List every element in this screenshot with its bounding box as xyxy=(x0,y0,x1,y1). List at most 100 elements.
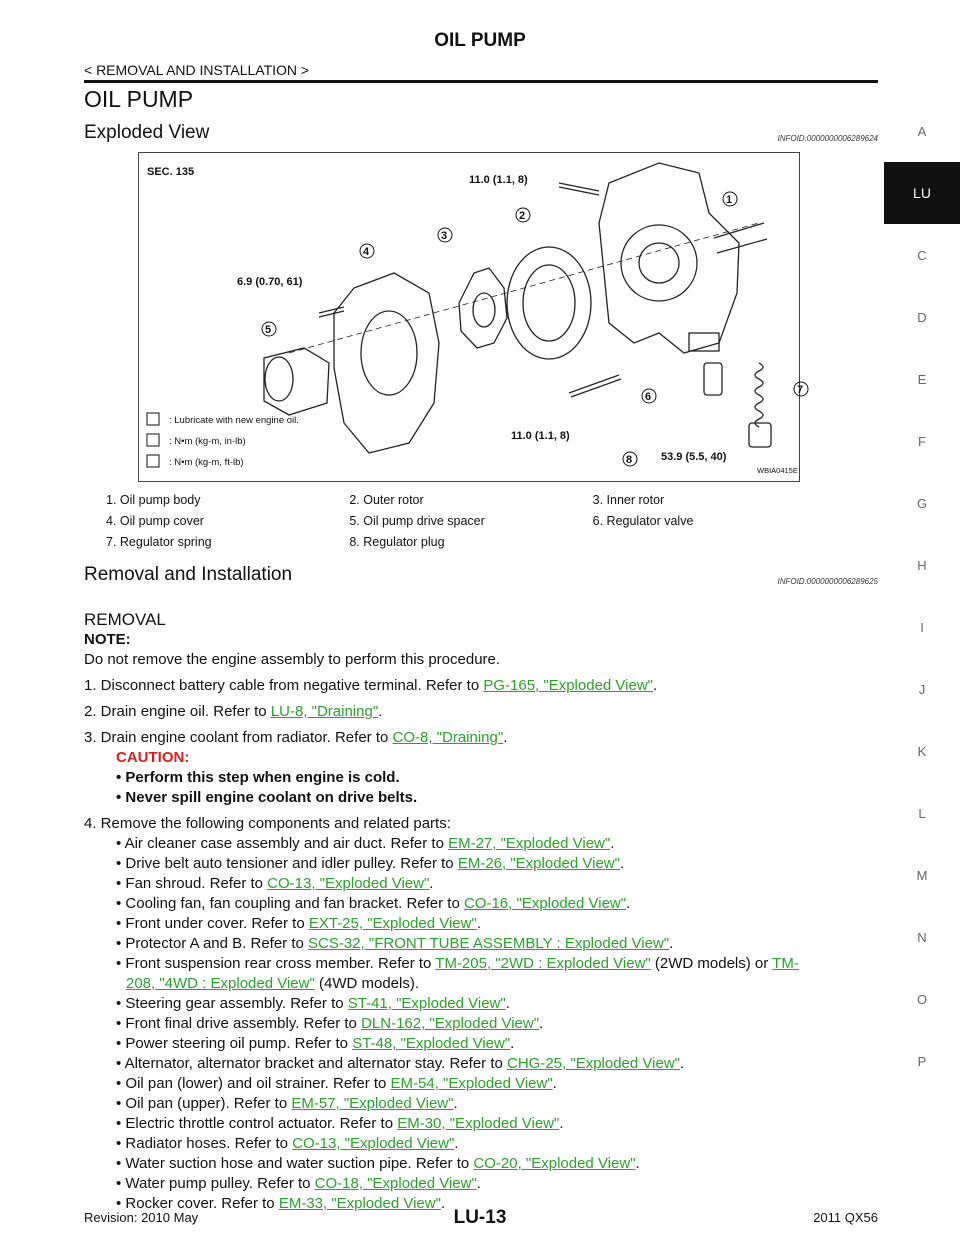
link-co13[interactable]: CO-13, "Exploded View" xyxy=(267,875,430,892)
item-tail: . xyxy=(669,935,674,952)
step-1: 1. Disconnect battery cable from negativ… xyxy=(84,677,658,694)
list-item: • Air cleaner case assembly and air duct… xyxy=(116,834,874,854)
link-lu8[interactable]: LU-8, "Draining" xyxy=(270,703,379,720)
part-item: 2. Outer rotor xyxy=(349,493,424,507)
list-item: • Oil pan (lower) and oil strainer. Refe… xyxy=(116,1074,874,1094)
link-em27[interactable]: EM-27, "Exploded View" xyxy=(448,835,611,852)
torque-left: 6.9 (0.70, 61) xyxy=(237,276,303,288)
item-tail: . xyxy=(679,1055,685,1072)
step-4: 4. Remove the following components and r… xyxy=(84,815,451,832)
step-3: 3. Drain engine coolant from radiator. R… xyxy=(84,729,508,746)
tab-i[interactable]: I xyxy=(920,619,924,635)
tab-p[interactable]: P xyxy=(917,1053,927,1069)
list-item: • Rocker cover. Refer to EM-33, "Explode… xyxy=(116,1194,874,1214)
list-item: • Electric throttle control actuator. Re… xyxy=(116,1114,874,1134)
section-title: OIL PUMP xyxy=(84,86,194,112)
tab-o[interactable]: O xyxy=(916,991,928,1007)
item-tail: . xyxy=(626,895,631,912)
tab-k[interactable]: K xyxy=(917,743,927,759)
link-co18[interactable]: CO-18, "Exploded View" xyxy=(314,1175,477,1192)
item-tail: (4WD models). xyxy=(314,975,419,992)
item-text: • Power steering oil pump. Refer to xyxy=(116,1035,353,1052)
part-item: 3. Inner rotor xyxy=(592,493,665,507)
tab-g[interactable]: G xyxy=(916,495,928,511)
callout-8: 8 xyxy=(626,454,632,466)
torque-plug: 53.9 (5.5, 40) xyxy=(661,451,727,463)
link-em33[interactable]: EM-33, "Exploded View" xyxy=(278,1195,441,1212)
legend-inlb: : N•m (kg-m, in-lb) xyxy=(169,436,246,447)
callout-6: 6 xyxy=(645,391,651,403)
part-item: 4. Oil pump cover xyxy=(106,514,204,528)
exploded-view-figure: SEC. 135 11.0 (1.1, 8) 6.9 (0.70, 61) 11… xyxy=(138,152,809,482)
link-tm205[interactable]: TM-205, "2WD : Exploded View" xyxy=(435,955,651,972)
list-item: • Radiator hoses. Refer to CO-13, "Explo… xyxy=(116,1134,874,1154)
tab-d[interactable]: D xyxy=(917,309,927,325)
footer-page-number: LU-13 xyxy=(453,1207,507,1228)
tab-j[interactable]: J xyxy=(918,681,926,697)
caution-text-1: Perform this step when engine is cold. xyxy=(125,769,400,786)
item-text: • Steering gear assembly. Refer to xyxy=(116,995,348,1012)
caution-label: CAUTION: xyxy=(116,749,190,766)
link-st48[interactable]: ST-48, "Exploded View" xyxy=(352,1035,511,1052)
note-text: Do not remove the engine assembly to per… xyxy=(84,651,501,668)
item-tail: . xyxy=(539,1015,544,1032)
item-text: • Oil pan (lower) and oil strainer. Refe… xyxy=(116,1075,391,1092)
link-co13b[interactable]: CO-13, "Exploded View" xyxy=(292,1135,455,1152)
item-tail: . xyxy=(453,1095,458,1112)
item-text: • Drive belt auto tensioner and idler pu… xyxy=(116,855,458,872)
removal-body: NOTE: Do not remove the engine assembly … xyxy=(84,630,874,1214)
tab-lu[interactable]: LU xyxy=(884,162,960,224)
item-tail: . xyxy=(559,1115,564,1132)
link-dln162[interactable]: DLN-162, "Exploded View" xyxy=(361,1015,540,1032)
link-em26[interactable]: EM-26, "Exploded View" xyxy=(457,855,620,872)
link-st41[interactable]: ST-41, "Exploded View" xyxy=(347,995,506,1012)
item-tail: . xyxy=(429,875,434,892)
link-tm208-cont[interactable]: 208, "4WD : Exploded View" xyxy=(126,975,315,992)
tab-m[interactable]: M xyxy=(916,867,928,883)
link-co20[interactable]: CO-20, "Exploded View" xyxy=(473,1155,636,1172)
tab-c[interactable]: C xyxy=(917,247,927,263)
item-text: • Radiator hoses. Refer to xyxy=(116,1135,293,1152)
item-tail: . xyxy=(476,1175,481,1192)
exploded-info-id: INFOID:0000000006289624 xyxy=(777,134,878,143)
link-tm208[interactable]: TM- xyxy=(772,955,799,972)
footer-model: 2011 QX56 xyxy=(813,1210,878,1225)
item-text: • Water suction hose and water suction p… xyxy=(116,1155,474,1172)
component-list: • Air cleaner case assembly and air duct… xyxy=(84,834,874,1214)
link-ext25[interactable]: EXT-25, "Exploded View" xyxy=(308,915,477,932)
footer-revision: Revision: 2010 May xyxy=(84,1210,199,1225)
item-tail: (2WD models) or xyxy=(650,955,773,972)
tab-a[interactable]: A xyxy=(917,123,927,139)
part-item xyxy=(593,535,836,556)
link-em57[interactable]: EM-57, "Exploded View" xyxy=(291,1095,454,1112)
item-text: • Rocker cover. Refer to xyxy=(116,1195,279,1212)
callout-4: 4 xyxy=(363,246,370,258)
list-item: • Front suspension rear cross member. Re… xyxy=(116,954,874,974)
link-scs32[interactable]: SCS-32, "FRONT TUBE ASSEMBLY : Exploded … xyxy=(308,935,670,952)
tab-e[interactable]: E xyxy=(917,371,927,387)
link-chg25[interactable]: CHG-25, "Exploded View" xyxy=(507,1055,680,1072)
link-pg165[interactable]: PG-165, "Exploded View" xyxy=(483,677,653,694)
part-item: 5. Oil pump drive spacer xyxy=(349,514,485,528)
part-item: 7. Regulator spring xyxy=(106,535,212,549)
step-2: 2. Drain engine oil. Refer to LU-8, "Dra… xyxy=(84,703,383,720)
figure-code: WBIA0415E xyxy=(757,466,798,475)
callout-1: 1 xyxy=(726,194,732,206)
item-text: • Cooling fan, fan coupling and fan brac… xyxy=(116,895,464,912)
tab-l[interactable]: L xyxy=(918,805,926,821)
tab-h[interactable]: H xyxy=(917,557,927,573)
link-em30[interactable]: EM-30, "Exploded View" xyxy=(397,1115,560,1132)
item-text: • Oil pan (upper). Refer to xyxy=(116,1095,292,1112)
parts-list: 1. Oil pump body 2. Outer rotor 3. Inner… xyxy=(106,493,836,556)
link-co16[interactable]: CO-16, "Exploded View" xyxy=(463,895,627,912)
callout-7: 7 xyxy=(797,384,803,396)
link-em54[interactable]: EM-54, "Exploded View" xyxy=(390,1075,553,1092)
tab-f[interactable]: F xyxy=(918,433,926,449)
item-tail: . xyxy=(440,1195,446,1212)
parts-row: 1. Oil pump body 2. Outer rotor 3. Inner… xyxy=(106,493,836,514)
link-co8[interactable]: CO-8, "Draining" xyxy=(392,729,504,746)
legend-lube: : Lubricate with new engine oil. xyxy=(169,415,299,426)
part-item: 8. Regulator plug xyxy=(349,535,445,549)
tab-n[interactable]: N xyxy=(917,929,927,945)
list-item: • Fan shroud. Refer to CO-13, "Exploded … xyxy=(116,874,874,894)
